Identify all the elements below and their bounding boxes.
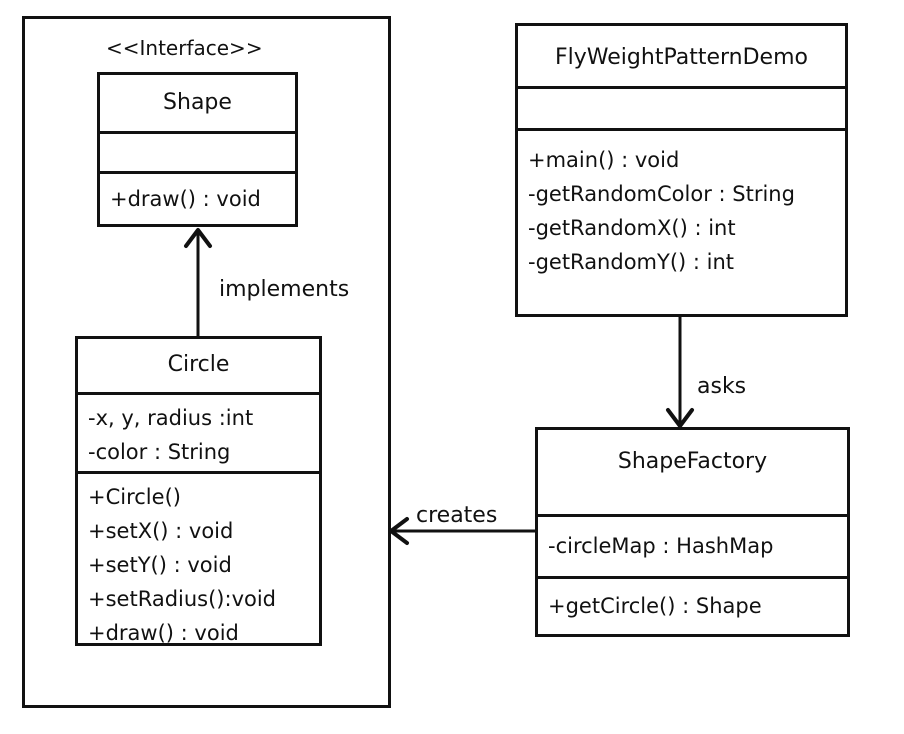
circle-method-5: +draw() : void	[88, 621, 239, 645]
circle-method-4: +setRadius():void	[88, 587, 277, 611]
class-demo-name: FlyWeightPatternDemo	[518, 26, 845, 89]
class-factory-name: ShapeFactory	[538, 430, 847, 517]
factory-method-1: +getCircle() : Shape	[548, 594, 762, 618]
class-shape-factory: ShapeFactory -circleMap : HashMap +getCi…	[535, 427, 850, 637]
class-circle: Circle -x, y, radius :int -color : Strin…	[75, 336, 322, 646]
class-shape: Shape +draw() : void	[97, 72, 298, 227]
class-demo-attributes	[518, 89, 845, 131]
creates-label: creates	[416, 503, 498, 528]
circle-attribute-2: -color : String	[88, 440, 231, 464]
asks-arrowhead	[666, 408, 694, 428]
class-shape-methods: +draw() : void	[100, 174, 295, 216]
circle-attribute-1: -x, y, radius :int	[88, 406, 254, 430]
implements-arrowhead	[184, 228, 212, 248]
class-circle-name: Circle	[78, 339, 319, 395]
asks-label: asks	[697, 374, 747, 399]
demo-method-4: -getRandomY() : int	[528, 250, 735, 274]
demo-method-1: +main() : void	[528, 148, 680, 172]
interface-stereotype: <<Interface>>	[106, 36, 263, 60]
class-factory-attributes: -circleMap : HashMap	[538, 517, 847, 579]
class-demo-methods: +main() : void -getRandomColor : String …	[518, 131, 845, 279]
class-shape-attributes	[100, 134, 295, 174]
factory-attribute-1: -circleMap : HashMap	[548, 534, 774, 558]
demo-method-2: -getRandomColor : String	[528, 182, 795, 206]
class-shape-name: Shape	[100, 75, 295, 134]
class-circle-methods: +Circle() +setX() : void +setY() : void …	[78, 474, 319, 650]
circle-method-3: +setY() : void	[88, 553, 232, 577]
circle-method-1: +Circle()	[88, 485, 181, 509]
implements-label: implements	[219, 277, 350, 302]
circle-method-2: +setX() : void	[88, 519, 234, 543]
class-factory-methods: +getCircle() : Shape	[538, 579, 847, 623]
class-circle-attributes: -x, y, radius :int -color : String	[78, 395, 319, 474]
demo-method-3: -getRandomX() : int	[528, 216, 736, 240]
creates-arrowhead	[389, 517, 409, 545]
class-flyweight-demo: FlyWeightPatternDemo +main() : void -get…	[515, 23, 848, 317]
shape-method-1: +draw() : void	[110, 187, 261, 211]
